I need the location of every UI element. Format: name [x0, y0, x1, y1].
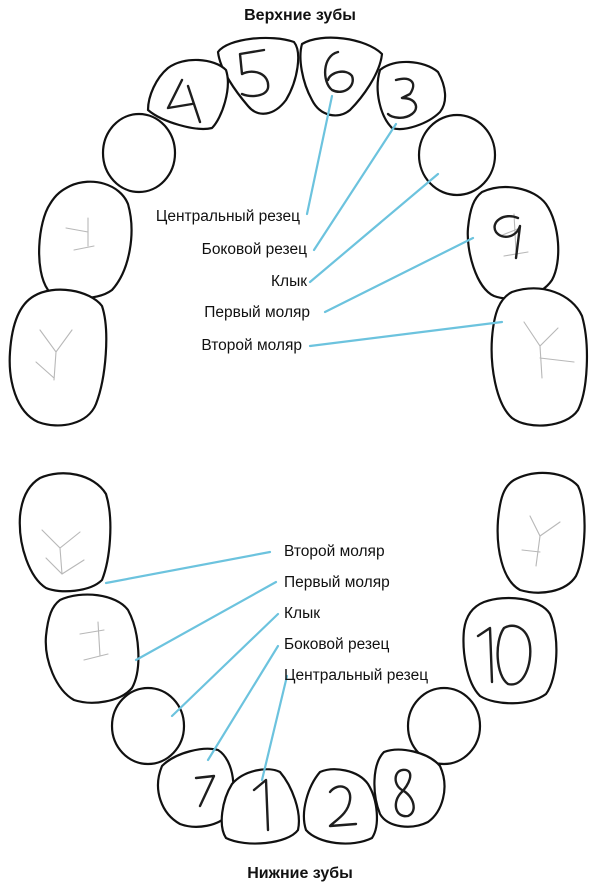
- upper-label-central-incisor: Центральный резец: [156, 208, 300, 225]
- handwritten-number-4: [166, 78, 202, 124]
- upper-left-second-molar-groove: [35, 329, 73, 381]
- lower-left-second-molar: [18, 472, 112, 593]
- handwritten-number-7: [194, 774, 216, 808]
- upper-left-lateral-incisor: [146, 58, 229, 130]
- handwritten-number-6: [324, 50, 354, 93]
- upper-left-second-molar: [8, 288, 108, 427]
- lower-left-second-molar-groove: [41, 529, 85, 575]
- lower-left-first-molar-groove: [79, 621, 109, 661]
- upper-left-central-incisor: [216, 36, 300, 115]
- upper-right-first-molar: [466, 186, 560, 300]
- upper-right-second-molar-groove: [523, 321, 575, 379]
- upper-label-lateral-incisor: Боковой резец: [202, 241, 307, 258]
- lower-jaw-title: Нижние зубы: [247, 865, 353, 882]
- upper-label-first-molar: Первый моляр: [204, 304, 310, 321]
- lower-label-first-molar: Первый моляр: [284, 574, 390, 591]
- upper-left-canine: [101, 112, 177, 194]
- lower-left-central-incisor: [220, 768, 300, 845]
- upper-jaw: Центральный резец Боковой резец Клык Пер…: [8, 36, 589, 427]
- handwritten-number-2: [328, 785, 358, 828]
- leader-line-upper-lateral-incisor: [312, 122, 398, 252]
- leader-line-upper-central-incisor: [305, 94, 334, 216]
- leader-line-upper-second-molar: [308, 320, 504, 348]
- upper-right-lateral-incisor: [376, 60, 447, 131]
- handwritten-number-9: [493, 215, 522, 260]
- lower-left-first-molar: [44, 593, 140, 704]
- lower-right-central-incisor: [302, 768, 378, 845]
- handwritten-number-1: [252, 778, 270, 832]
- handwritten-number-8: [394, 768, 415, 818]
- leader-line-lower-first-molar: [134, 580, 278, 662]
- lower-label-central-incisor: Центральный резец: [284, 667, 428, 684]
- leader-line-upper-canine: [308, 172, 440, 284]
- upper-right-second-molar: [490, 287, 589, 427]
- handwritten-number-5: [238, 48, 270, 98]
- upper-left-first-molar: [38, 180, 133, 300]
- leader-line-lower-lateral-incisor: [206, 644, 280, 762]
- lower-right-second-molar: [496, 471, 586, 594]
- lower-right-first-molar: [462, 596, 558, 705]
- leader-line-upper-first-molar: [323, 236, 475, 314]
- lower-right-second-molar-groove: [521, 515, 561, 567]
- lower-label-second-molar: Второй моляр: [284, 543, 385, 560]
- upper-right-canine: [417, 113, 497, 197]
- lower-label-lateral-incisor: Боковой резец: [284, 636, 389, 653]
- handwritten-number-10: [476, 624, 532, 686]
- upper-left-first-molar-groove: [65, 217, 95, 251]
- upper-label-canine: Клык: [271, 273, 307, 290]
- upper-label-second-molar: Второй моляр: [201, 337, 302, 354]
- lower-label-canine: Клык: [284, 605, 320, 622]
- leader-line-lower-central-incisor: [260, 674, 289, 782]
- leader-line-lower-second-molar: [104, 550, 272, 585]
- lower-right-lateral-incisor: [373, 748, 446, 828]
- lower-jaw: Второй моляр Первый моляр Клык Боковой р…: [18, 471, 586, 845]
- lower-left-canine: [110, 686, 186, 766]
- upper-jaw-title: Верхние зубы: [244, 7, 356, 24]
- upper-right-central-incisor: [299, 36, 384, 117]
- handwritten-number-3: [386, 77, 418, 119]
- leader-line-lower-canine: [170, 612, 280, 718]
- lower-right-canine: [406, 686, 482, 766]
